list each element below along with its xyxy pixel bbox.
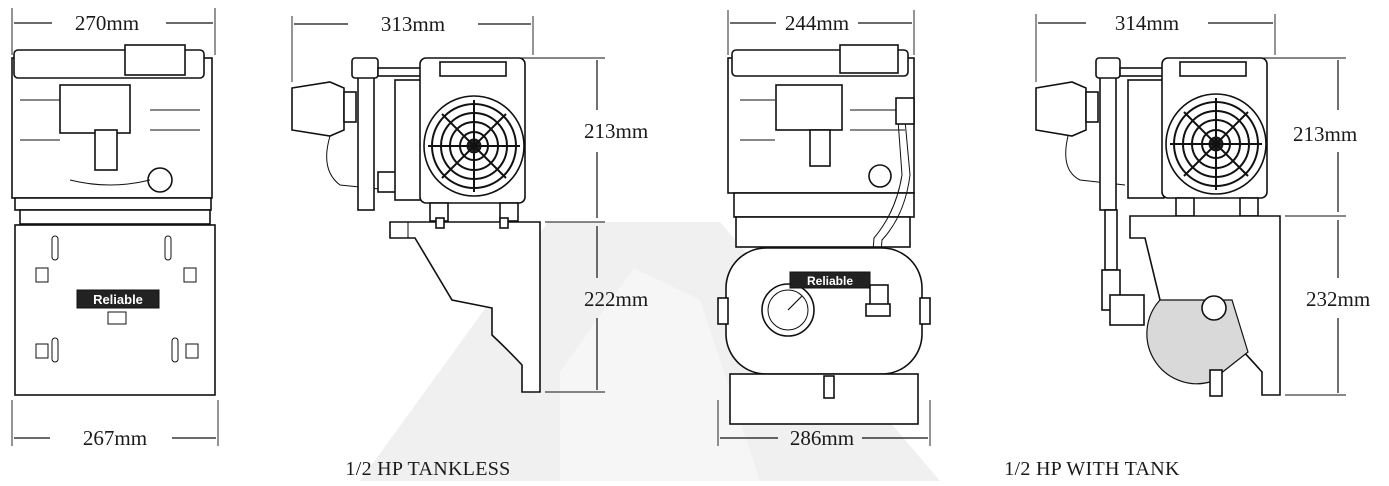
dim-tank-side-bracket-height: 232mm [1306,287,1370,311]
valve-block [124,44,186,76]
front-tankless-view: Reliable 270mm 267mm [11,8,219,450]
brand-plate [76,289,160,309]
side-capacitor [291,81,345,137]
caption-with-tank: 1/2 HP WITH TANK [1004,458,1180,480]
capacitor-box [59,84,131,134]
dim-base-width: 267mm [83,426,147,450]
dim-tank-top-width: 244mm [785,11,849,35]
side-with-tank-view: 314mm 213mm 232mm 1/2 HP WITH TANK [1004,11,1370,480]
dim-tank-side-top-width: 314mm [1115,11,1179,35]
tank-brand-plate [789,271,871,289]
tank [725,247,923,375]
dim-side-top-width: 313mm [381,12,445,36]
watermark-inner [560,268,760,481]
side-tankless-view: 313mm 213mm 222mm 1/2 HP TANKLESS [291,12,648,480]
dim-tank-side-motor-height: 213mm [1293,122,1357,146]
base-plate [14,197,212,211]
mount-panel [14,224,216,396]
caption-tankless: 1/2 HP TANKLESS [345,458,510,480]
tank-brand-label: Reliable [807,274,853,288]
dim-top-width: 270mm [75,11,139,35]
dim-tank-base-width: 286mm [790,426,854,450]
brand-label: Reliable [93,292,143,307]
side-bracket [389,221,541,393]
side-pipe [357,69,375,211]
dim-side-bracket-height: 222mm [584,287,648,311]
tank-end [1146,299,1249,385]
dim-side-motor-height: 213mm [584,119,648,143]
front-with-tank-view: Reliable 244mm 286mm [717,10,931,450]
fitting-circle [147,167,173,193]
